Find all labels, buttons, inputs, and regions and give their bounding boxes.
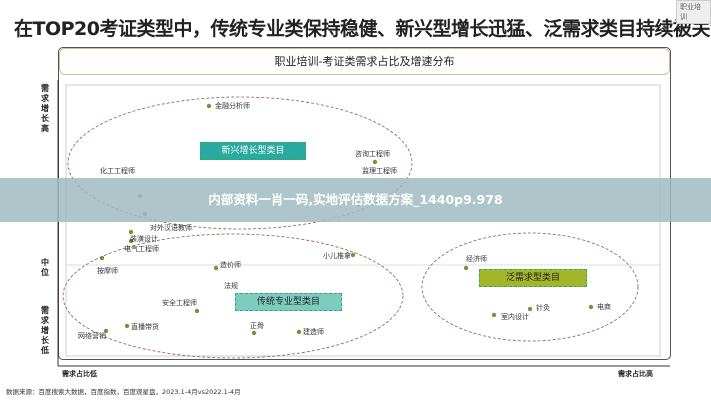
point-dot	[194, 308, 200, 314]
point-label: 室内设计	[501, 313, 529, 321]
point-dot	[213, 265, 219, 271]
point-label: 网络营销	[78, 332, 106, 340]
point-label: 建造师	[303, 328, 324, 336]
point-label: 对外汉语教师	[150, 224, 192, 232]
y-label-low: 需求增长低	[41, 306, 49, 355]
point-dot	[206, 103, 212, 109]
y-label-mid: 中位	[41, 258, 49, 277]
point-label: 经济师	[466, 255, 487, 263]
emerging-ellipse	[67, 96, 413, 230]
point-dot	[128, 238, 134, 244]
point-label: 按摩师	[97, 267, 118, 275]
general-ellipse	[421, 232, 639, 342]
point-dot	[463, 265, 469, 271]
watermark-banner: 内部资料一肖一码,实地评估数据方案_1440p9.978	[0, 178, 711, 222]
point-label: 小儿推拿	[323, 252, 351, 260]
point-label: 电气工程师	[124, 245, 159, 253]
point-label: 装潢设计	[130, 235, 158, 243]
point-dot	[124, 323, 130, 329]
general-category-box: 泛需求型类目	[479, 269, 587, 287]
point-label: 安全工程师	[162, 299, 197, 307]
point-label: 电商	[597, 303, 611, 311]
point-label: 正骨	[250, 322, 264, 330]
point-label: 造价师	[220, 261, 241, 269]
point-label: 化工工程师	[100, 167, 135, 175]
x-label-low: 需求占比低	[62, 370, 97, 378]
point-dot	[372, 159, 378, 165]
traditional-category-box: 传统专业型类目	[235, 293, 342, 311]
point-dot	[588, 304, 594, 310]
point-label: 金融分析师	[215, 102, 250, 110]
data-source: 数据来源：百度搜索大数据，百度指数，百度观星盘，2023.1-4月vs2022.…	[6, 388, 241, 396]
point-label: 咨询工程师	[355, 150, 390, 158]
y-label-high: 需求增长高	[41, 84, 49, 133]
traditional-ellipse	[62, 233, 404, 359]
point-dot	[251, 330, 257, 336]
point-dot	[491, 312, 497, 318]
chart-header: 职业培训-考证类需求占比及增速分布	[59, 48, 670, 75]
point-label: 针灸	[536, 304, 550, 312]
point-dot	[350, 252, 356, 258]
point-label: 直播带货	[131, 323, 159, 331]
point-dot	[527, 306, 533, 312]
point-dot	[103, 328, 109, 334]
x-label-high: 需求占比高	[618, 370, 653, 378]
point-dot	[99, 255, 105, 261]
point-label: 监理工程师	[362, 167, 397, 175]
emerging-category-box: 新兴增长型类目	[200, 142, 306, 160]
point-dot	[128, 229, 134, 235]
page-title: 在TOP20考证类型中，传统专业类保持稳健、新兴型增长迅猛、泛需求类目持续被关注	[14, 18, 711, 40]
point-dot	[296, 329, 302, 335]
point-label: 法规	[224, 282, 238, 290]
